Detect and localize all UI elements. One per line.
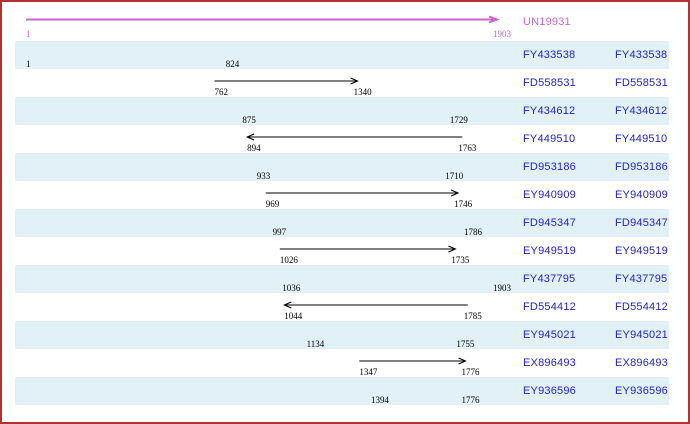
alignment-row: 1134 1755 EY945021 EY945021 (15, 321, 669, 349)
reference-start-label: 1 (26, 29, 31, 39)
alignment-row: 1026 1735 EY949519 EY949519 (15, 237, 669, 265)
alignment-start-coordinate: 1 (26, 59, 31, 69)
alignment-start-coordinate: 1394 (370, 395, 389, 405)
alignment-end-coordinate: 1746 (454, 199, 473, 209)
alignment-end-coordinate: 1729 (449, 115, 468, 125)
alignment-end-coordinate: 1903 (493, 283, 511, 293)
alignment-end-coordinate: 1710 (445, 171, 464, 181)
reference-arrow (26, 15, 500, 24)
accession-label-secondary[interactable]: EX896493 (615, 357, 668, 369)
alignment-row: 933 1710 FD953186 FD953186 (15, 153, 669, 181)
accession-label[interactable]: FD945347 (523, 217, 576, 229)
alignment-end-coordinate: 1786 (464, 227, 483, 237)
alignment-start-coordinate: 1026 (279, 255, 298, 265)
accession-label[interactable]: FY433538 (523, 49, 576, 61)
accession-label[interactable]: EY945021 (523, 329, 576, 341)
alignment-row: 1394 1776 EY936596 EY936596 (15, 377, 669, 405)
accession-label-secondary[interactable]: FD558531 (615, 77, 668, 89)
alignment-end-coordinate: 1735 (451, 255, 470, 265)
accession-label-secondary[interactable]: EY945021 (615, 329, 668, 341)
accession-label[interactable]: EY936596 (523, 385, 576, 397)
alignment-row: 1044 1785 FD554412 FD554412 (15, 293, 669, 321)
accession-label-secondary[interactable]: FY433538 (615, 49, 668, 61)
accession-label[interactable]: FY434612 (523, 105, 576, 117)
accession-label-secondary[interactable]: EY940909 (615, 189, 668, 201)
accession-label[interactable]: EY949519 (523, 245, 576, 257)
reference-id-label[interactable]: UN19931 (523, 16, 571, 28)
alignment-row: 762 1340 FD558531 FD558531 (15, 69, 669, 97)
alignment-start-coordinate: 933 (256, 171, 271, 181)
reference-end-label: 1903 (493, 29, 511, 39)
alignment-end-coordinate: 824 (225, 59, 240, 69)
alignment-end-coordinate: 1776 (461, 395, 480, 405)
alignment-row: 969 1746 EY940909 EY940909 (15, 181, 669, 209)
accession-label-secondary[interactable]: FY434612 (615, 105, 668, 117)
alignment-start-coordinate: 969 (265, 199, 280, 209)
accession-label-secondary[interactable]: EY936596 (615, 385, 668, 397)
alignment-row: 875 1729 FY434612 FY434612 (15, 97, 669, 125)
accession-label-secondary[interactable]: FD945347 (615, 217, 668, 229)
alignment-start-coordinate: 894 (247, 143, 261, 153)
accession-label[interactable]: FD554412 (523, 301, 576, 313)
accession-label-secondary[interactable]: EY949519 (615, 245, 668, 257)
alignment-end-coordinate: 1763 (458, 143, 477, 153)
alignment-start-coordinate: 1134 (306, 339, 325, 349)
accession-label[interactable]: FY449510 (523, 133, 576, 145)
alignment-row: 997 1786 FD945347 FD945347 (15, 209, 669, 237)
alignment-end-coordinate: 1785 (463, 311, 482, 321)
alignment-end-coordinate: 1340 (353, 87, 372, 97)
alignment-start-coordinate: 1036 (282, 283, 301, 293)
accession-label[interactable]: EX896493 (523, 357, 576, 369)
alignment-end-coordinate: 1776 (461, 367, 480, 377)
accession-label[interactable]: FD953186 (523, 161, 576, 173)
alignment-row: 1036 1903 FY437795 FY437795 (15, 265, 669, 293)
alignment-start-coordinate: 875 (242, 115, 256, 125)
accession-label-secondary[interactable]: FD953186 (615, 161, 668, 173)
accession-label-secondary[interactable]: FD554412 (615, 301, 668, 313)
alignment-end-coordinate: 1755 (456, 339, 475, 349)
accession-label[interactable]: EY940909 (523, 189, 576, 201)
accession-label-secondary[interactable]: FY437795 (615, 273, 668, 285)
alignment-start-coordinate: 1044 (284, 311, 303, 321)
accession-label-secondary[interactable]: FY449510 (615, 133, 668, 145)
accession-label[interactable]: FY437795 (523, 273, 576, 285)
alignment-row: 894 1763 FY449510 FY449510 (15, 125, 669, 153)
alignment-row: 1 824 FY433538 FY433538 (15, 41, 669, 69)
accession-label[interactable]: FD558531 (523, 77, 576, 89)
alignment-start-coordinate: 1347 (359, 367, 378, 377)
alignment-start-coordinate: 997 (272, 227, 287, 237)
alignment-row: 1347 1776 EX896493 EX896493 (15, 349, 669, 377)
alignment-start-coordinate: 762 (214, 87, 228, 97)
